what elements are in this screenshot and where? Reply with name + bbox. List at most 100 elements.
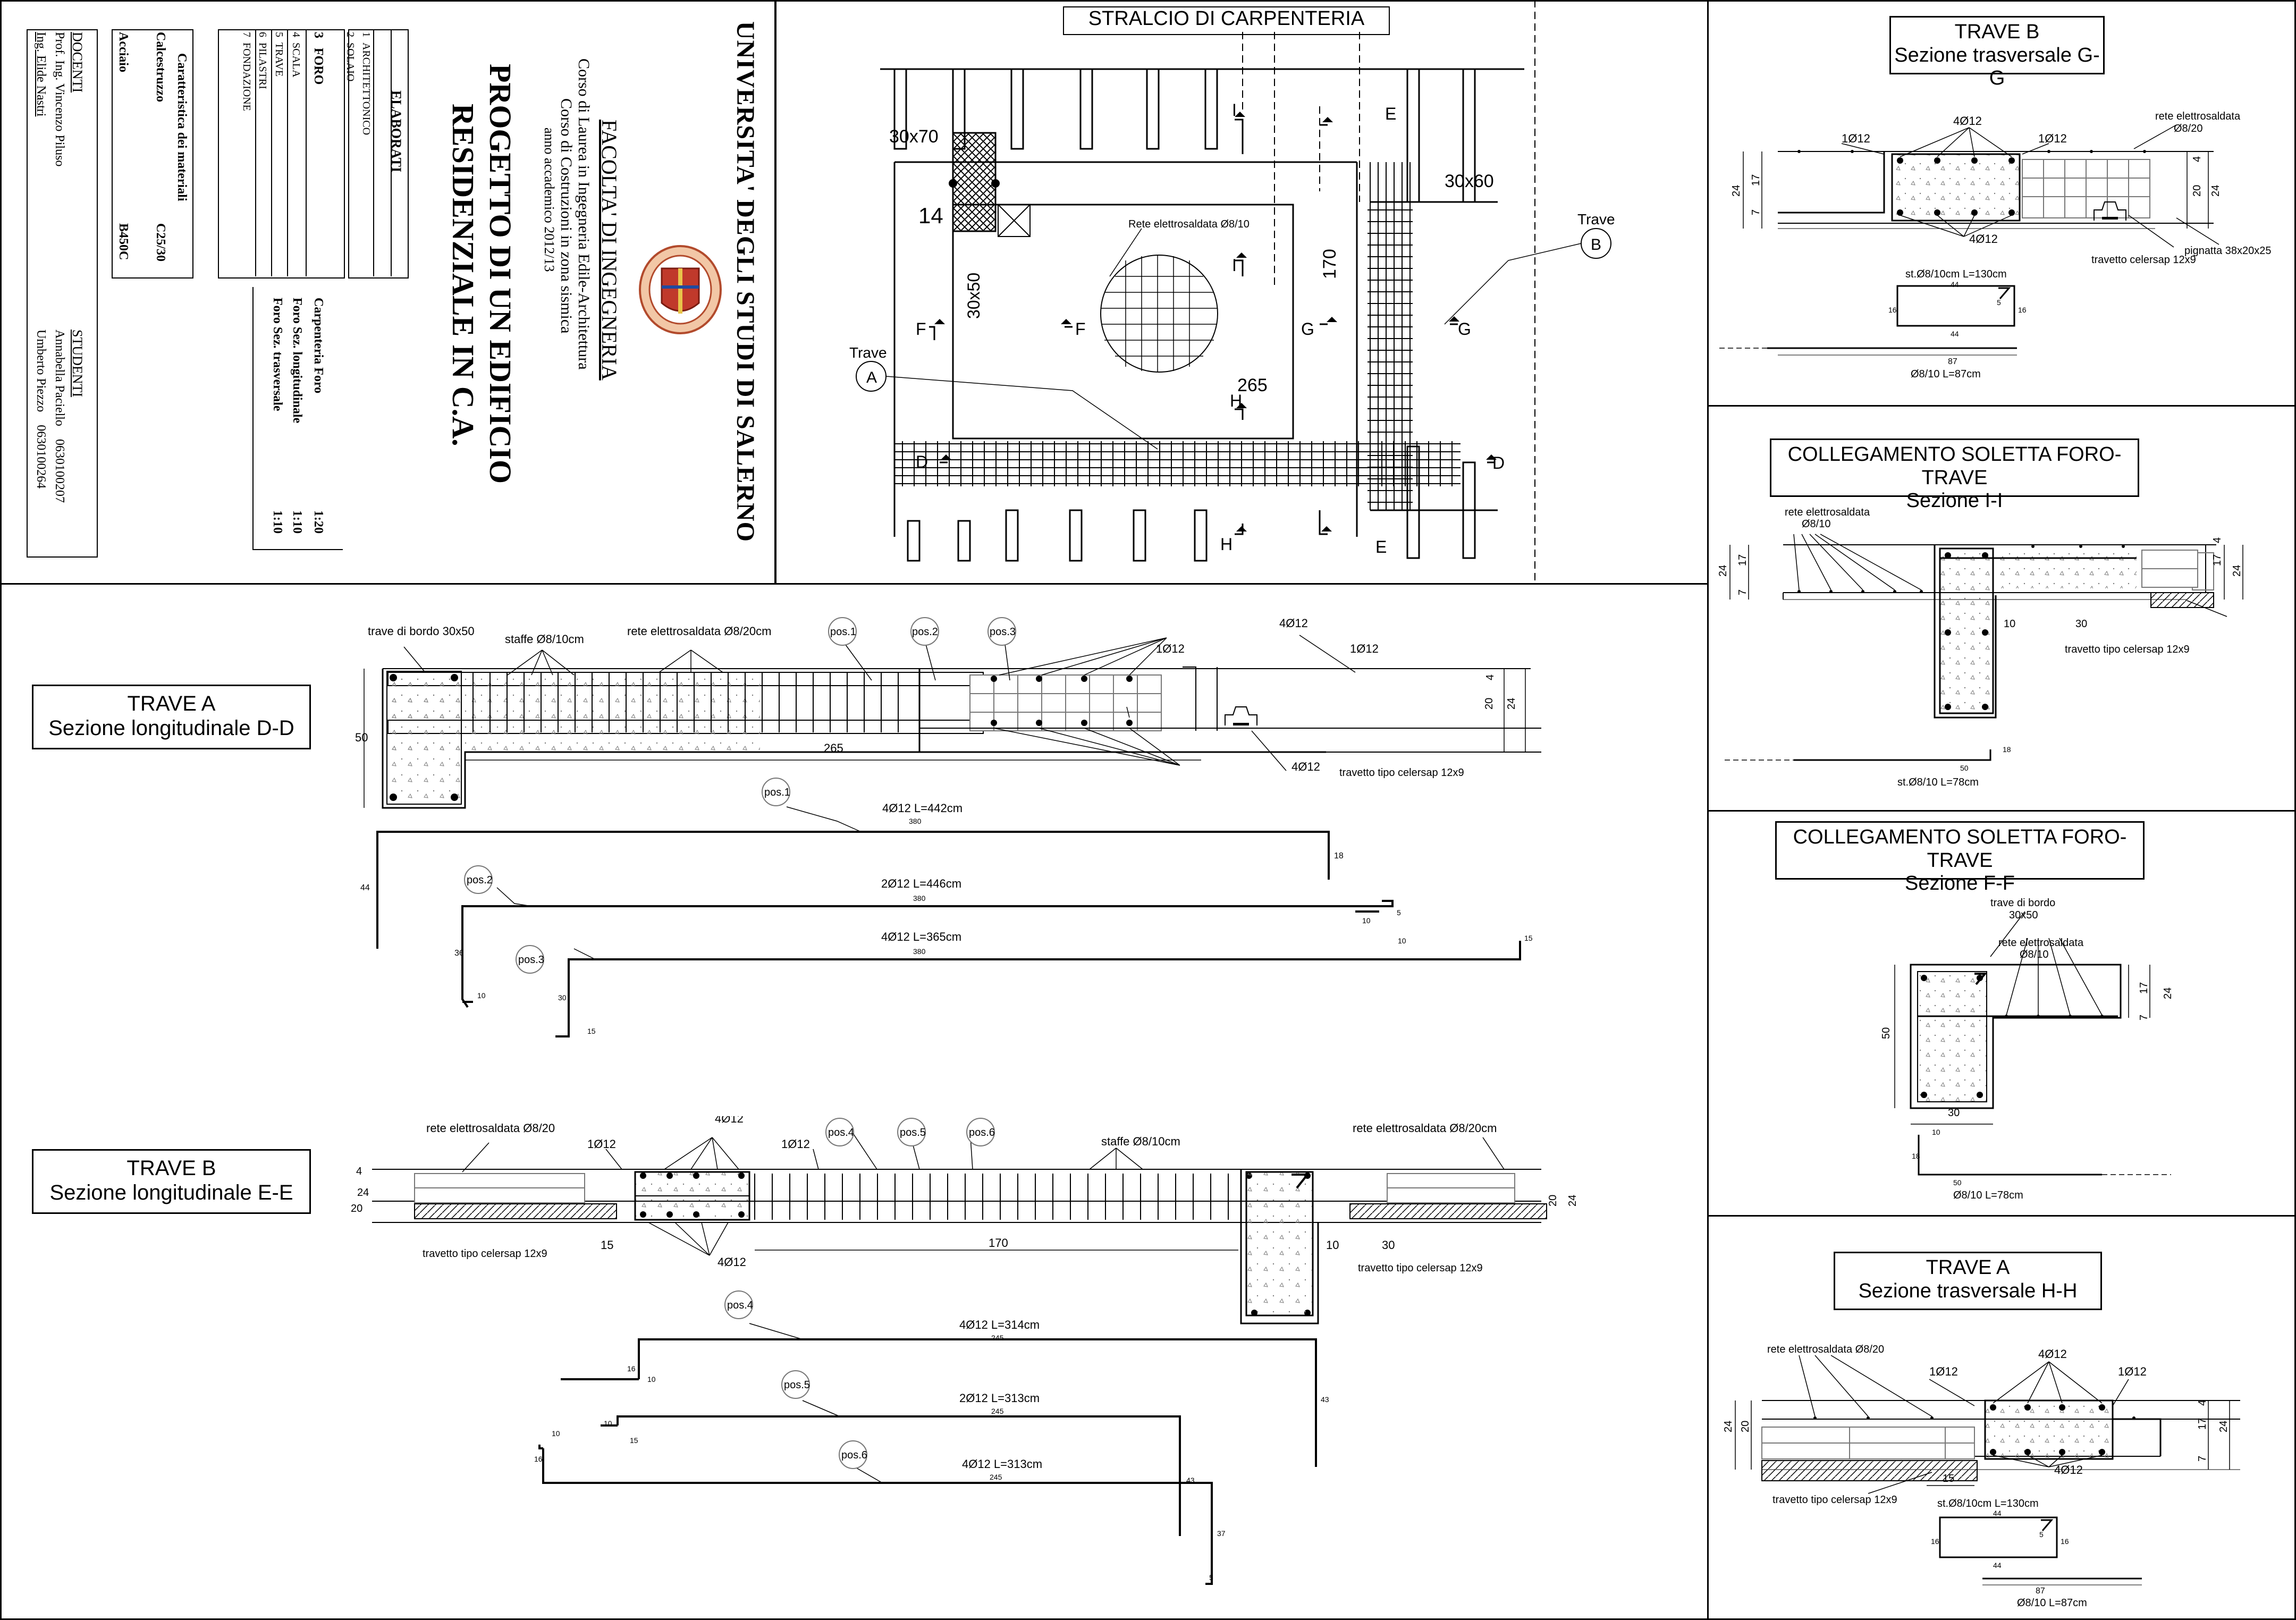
gg-s16a: 16 [1888,306,1897,314]
hh-phi4a: 4Ø12 [2038,1347,2067,1361]
gg-phi1b: 1Ø12 [2038,132,2067,145]
faculty-name: FACOLTA' DI INGEGNERIA [597,120,621,381]
trave-b-gg-drawing: 1Ø12 4Ø12 1Ø12 4Ø12 rete elettrosaldata … [1719,111,2271,380]
gg-barspec: Ø8/10 L=87cm [1911,368,1981,380]
ta-pos2: pos.2 [912,626,938,638]
tb-travetto-l: travetto tipo celersap 12x9 [423,1248,547,1260]
ta-bar1-a: 44 [360,883,370,892]
plan-sec-d-left: D [916,452,928,471]
elaborato-2: 2 SOLAIO [344,32,356,82]
plan-sec-d-right: D [1492,453,1505,473]
ta-phi1a: 1Ø12 [1156,642,1185,655]
gg-pignatta: pignatta 38x20x25 [2184,245,2271,257]
ff-stspec: Ø8/10 L=78cm [1953,1189,2023,1201]
material-2-value: B450C [116,223,130,260]
ii-d17: 17 [1737,554,1749,566]
gg-d7: 7 [1750,209,1762,215]
ii-d7: 7 [1737,589,1749,595]
ii-travetto: travetto tipo celersap 12x9 [2065,644,2190,655]
tb-d10: 10 [1326,1238,1339,1252]
docente-1: Prof. Ing. Vincenzo Piluso [53,32,66,167]
tb-d24r: 24 [1567,1195,1578,1206]
plan-sec-e-bot: E [1375,537,1387,556]
ta-bar2-e: 10 [1398,936,1406,945]
plan-beam-b-label: 30x60 [1445,171,1494,191]
tb-bar5-spec: 2Ø12 L=313cm [959,1391,1040,1405]
ta-phi4a: 4Ø12 [1279,617,1308,630]
table-1-scale: 1:20 [311,510,325,534]
tb-bar6-len: 245 [990,1473,1002,1481]
tb-d24: 24 [357,1187,369,1199]
elaborato-1: 1 ARCHITETTONICO [360,32,372,136]
studente-2: Umberto Piezzo 0630100264 [34,330,48,489]
tb-d170: 170 [989,1236,1008,1250]
docenti-header: DOCENTI [70,32,85,93]
plan-sec-f-right: F [1075,319,1086,339]
ta-bar2-d: 5 [1397,908,1401,917]
hh-d24r: 24 [2218,1421,2230,1432]
ii-rete2: Ø8/10 [1802,518,1830,530]
tb-d15: 15 [601,1238,613,1252]
ff-rete: rete elettrosaldata [1998,937,2084,949]
coll-ii-drawing: rete elettrosaldata Ø8/10 10 30 travetto… [1717,507,2243,788]
plan-sec-g-left: G [1301,319,1314,339]
course-line-1: Corso di Laurea in Ingegneria Edile-Arch… [575,58,593,370]
tb-phi1b: 1Ø12 [781,1137,810,1151]
ta-bar1-b: 18 [1334,851,1344,860]
plan-rete-label: Rete elettrosaldata Ø8/10 [1128,218,1250,230]
people-table [27,29,98,558]
elaborato-6: 6 PILASTRI [257,32,268,89]
plan-col-num: 14 [918,203,943,228]
hh-d15: 15 [1943,1473,1954,1484]
plan-dim-265: 265 [1237,375,1268,395]
ta-bar3-pos: pos.3 [518,954,544,966]
hh-barspec: Ø8/10 L=87cm [2017,1597,2087,1609]
ff-trave2: 30x50 [2009,909,2038,921]
ff-d30: 30 [1948,1107,1960,1119]
gg-travetto: travetto celersap 12x9 [2091,254,2196,266]
ta-bar2-spec: 2Ø12 L=446cm [881,877,961,890]
tb-bar6-a: 10 [552,1429,560,1438]
tb-pos5: pos.5 [900,1127,926,1138]
ta-trave-bordo: trave di bordo 30x50 [368,625,475,638]
hh-d24: 24 [1723,1421,1734,1432]
ff-rete2: Ø8/10 [2020,949,2048,960]
elaborato-3: 3 FORO [311,32,325,85]
table-3-name: Foro Sez. trasversale [271,298,284,411]
ta-rete: rete elettrosaldata Ø8/20cm [627,625,771,638]
tb-rete-r: rete elettrosaldata Ø8/20cm [1353,1121,1497,1135]
tb-d4: 4 [356,1166,362,1177]
gg-s44b: 44 [1951,330,1959,338]
ta-bar2-b: 10 [477,991,486,1000]
gg-rete: rete elettrosaldata [2155,111,2241,122]
elaborato-7: 7 FONDAZIONE [241,32,252,111]
tb-pos6: pos.6 [969,1127,995,1138]
elaborato-4: 4 SCALA [290,32,302,78]
table-1-name: Carpenteria Foro [311,298,325,394]
ii-d24: 24 [1717,565,1729,577]
tb-bar6-pos: pos.6 [841,1449,867,1461]
ii-s50: 50 [1960,764,1969,772]
ff-d17: 17 [2138,982,2150,994]
ta-bar3-a: 30 [558,993,567,1002]
ta-d265: 265 [824,741,843,755]
elaborati-table [348,29,409,279]
tb-bar4-a: 16 [627,1364,636,1373]
plan-col-label: 30x70 [889,126,939,147]
tb-phi4b: 4Ø12 [718,1255,746,1269]
hh-phi1a: 1Ø12 [1929,1365,1958,1378]
elaborati-header: ELABORATI [389,90,404,173]
tb-bar4-c: 43 [1321,1395,1329,1404]
ta-bar2-a: 36 [454,949,464,958]
hh-phi4b: 4Ø12 [2054,1463,2083,1476]
tb-bar4-spec: 4Ø12 L=314cm [959,1318,1040,1331]
gg-s16b: 16 [2018,306,2027,314]
ta-d50: 50 [355,731,368,744]
plan-title: STRALCIO DI CARPENTERIA [1063,6,1390,35]
plan-sec-h-top: H [1230,391,1242,410]
plan-trave-b-letter: B [1591,236,1601,254]
